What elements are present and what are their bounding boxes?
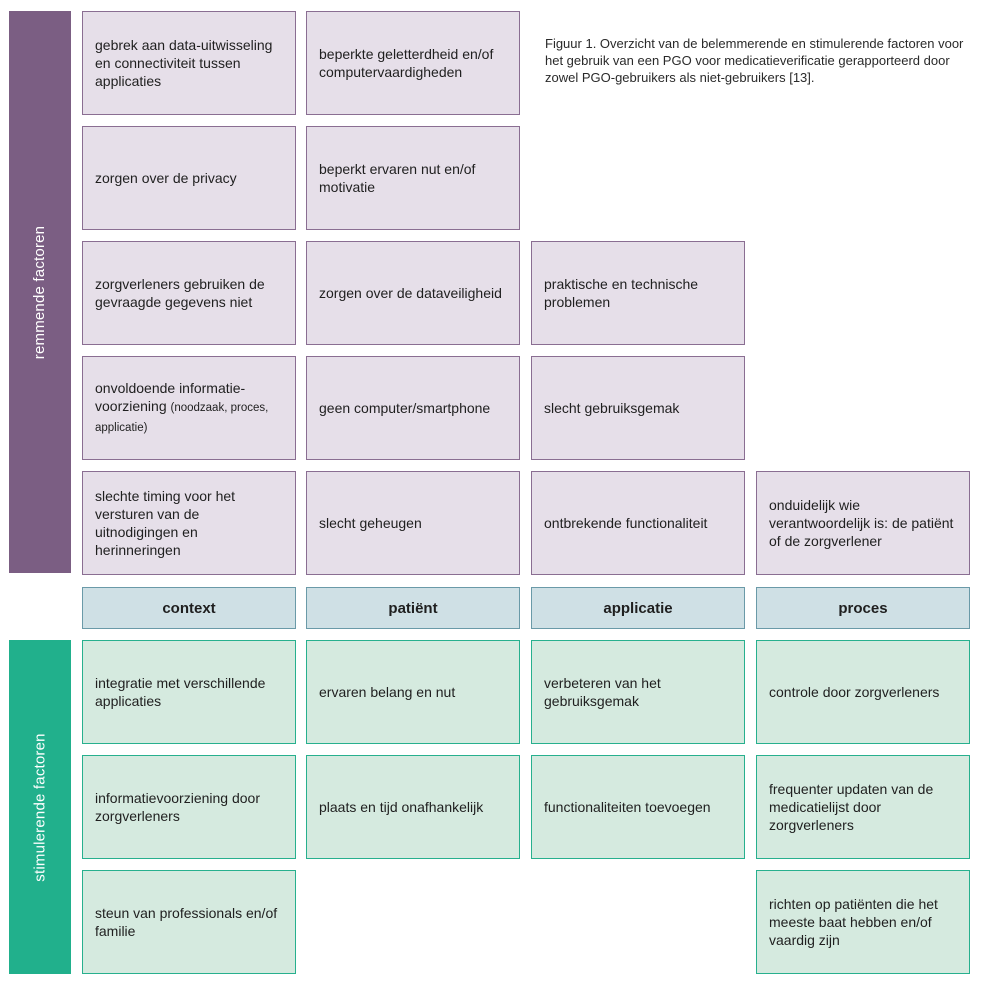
stimulerend-proces-3: richten op patiënten die het meeste baat… xyxy=(756,870,970,974)
box-text: gebrek aan data-uitwisseling en connecti… xyxy=(95,37,273,89)
box-text: zorgen over de privacy xyxy=(95,170,237,186)
box-text: frequenter updaten van de medicatielijst… xyxy=(769,781,934,833)
box-text: informatievoorziening door zorgverleners xyxy=(95,790,260,824)
category-context: context xyxy=(82,587,296,629)
box-text: praktische en technische problemen xyxy=(544,276,699,310)
box-text: onvoldoende informatie-voorziening (nood… xyxy=(95,379,284,437)
remmend-context-5: slechte timing voor het versturen van de… xyxy=(82,471,296,575)
category-patient: patiënt xyxy=(306,587,520,629)
remmend-applicatie-1: praktische en technische problemen xyxy=(531,241,745,345)
box-text: zorgverleners gebruiken de gevraagde geg… xyxy=(95,276,265,310)
stimulerend-applicatie-1: verbeteren van het gebruiksgemak xyxy=(531,640,745,744)
stimulerende-factoren-bar: stimulerende factoren xyxy=(9,640,71,974)
stimulerend-applicatie-2: functionaliteiten toevoegen xyxy=(531,755,745,859)
box-text: verbeteren van het gebruiksgemak xyxy=(544,675,661,709)
remmend-applicatie-2: slecht gebruiksgemak xyxy=(531,356,745,460)
stimulerend-context-2: informatievoorziening door zorgverleners xyxy=(82,755,296,859)
remmend-patient-5: slecht geheugen xyxy=(306,471,520,575)
remmende-factoren-label: remmende factoren xyxy=(31,225,49,359)
remmend-proces-1: onduidelijk wie verantwoordelijk is: de … xyxy=(756,471,970,575)
remmend-patient-3: zorgen over de dataveiligheid xyxy=(306,241,520,345)
box-text: onduidelijk wie verantwoordelijk is: de … xyxy=(769,497,954,549)
figure-caption: Figuur 1. Overzicht van de belemmerende … xyxy=(545,36,964,85)
remmend-patient-4: geen computer/smartphone xyxy=(306,356,520,460)
box-text-note: (noodzaak, proces, applicatie) xyxy=(95,402,269,434)
box-text: richten op patiënten die het meeste baat… xyxy=(769,896,938,948)
stimulerend-patient-1: ervaren belang en nut xyxy=(306,640,520,744)
stimulerende-factoren-label: stimulerende factoren xyxy=(31,732,49,882)
box-text: controle door zorgverleners xyxy=(769,684,940,700)
remmend-context-4: onvoldoende informatie-voorziening (nood… xyxy=(82,356,296,460)
category-applicatie: applicatie xyxy=(531,587,745,629)
box-text: zorgen over de dataveiligheid xyxy=(319,285,502,301)
box-text: ontbrekende functionaliteit xyxy=(544,515,708,531)
box-text: slechte timing voor het versturen van de… xyxy=(95,488,236,558)
stimulerend-proces-1: controle door zorgverleners xyxy=(756,640,970,744)
stimulerend-patient-2: plaats en tijd onafhankelijk xyxy=(306,755,520,859)
box-text: ervaren belang en nut xyxy=(319,684,456,700)
box-text: functionaliteiten toevoegen xyxy=(544,799,711,815)
remmend-context-3: zorgverleners gebruiken de gevraagde geg… xyxy=(82,241,296,345)
box-text: slecht gebruiksgemak xyxy=(544,400,680,416)
box-text: slecht geheugen xyxy=(319,515,422,531)
stimulerend-context-3: steun van professionals en/of familie xyxy=(82,870,296,974)
stimulerend-context-1: integratie met verschillende applicaties xyxy=(82,640,296,744)
box-text: integratie met verschillende applicaties xyxy=(95,675,266,709)
box-text: geen computer/smartphone xyxy=(319,400,491,416)
box-text-main: onvoldoende informatie-voorziening xyxy=(95,380,246,414)
remmende-factoren-bar: remmende factoren xyxy=(9,11,71,573)
box-text: steun van professionals en/of familie xyxy=(95,905,278,939)
remmend-patient-1: beperkte geletterdheid en/of computervaa… xyxy=(306,11,520,115)
remmend-patient-2: beperkt ervaren nut en/of motivatie xyxy=(306,126,520,230)
box-text: plaats en tijd onafhankelijk xyxy=(319,799,484,815)
remmend-context-2: zorgen over de privacy xyxy=(82,126,296,230)
box-text: beperkte geletterdheid en/of computervaa… xyxy=(319,46,494,80)
category-proces: proces xyxy=(756,587,970,629)
box-text: beperkt ervaren nut en/of motivatie xyxy=(319,161,476,195)
remmend-context-1: gebrek aan data-uitwisseling en connecti… xyxy=(82,11,296,115)
stimulerend-proces-2: frequenter updaten van de medicatielijst… xyxy=(756,755,970,859)
remmend-applicatie-3: ontbrekende functionaliteit xyxy=(531,471,745,575)
